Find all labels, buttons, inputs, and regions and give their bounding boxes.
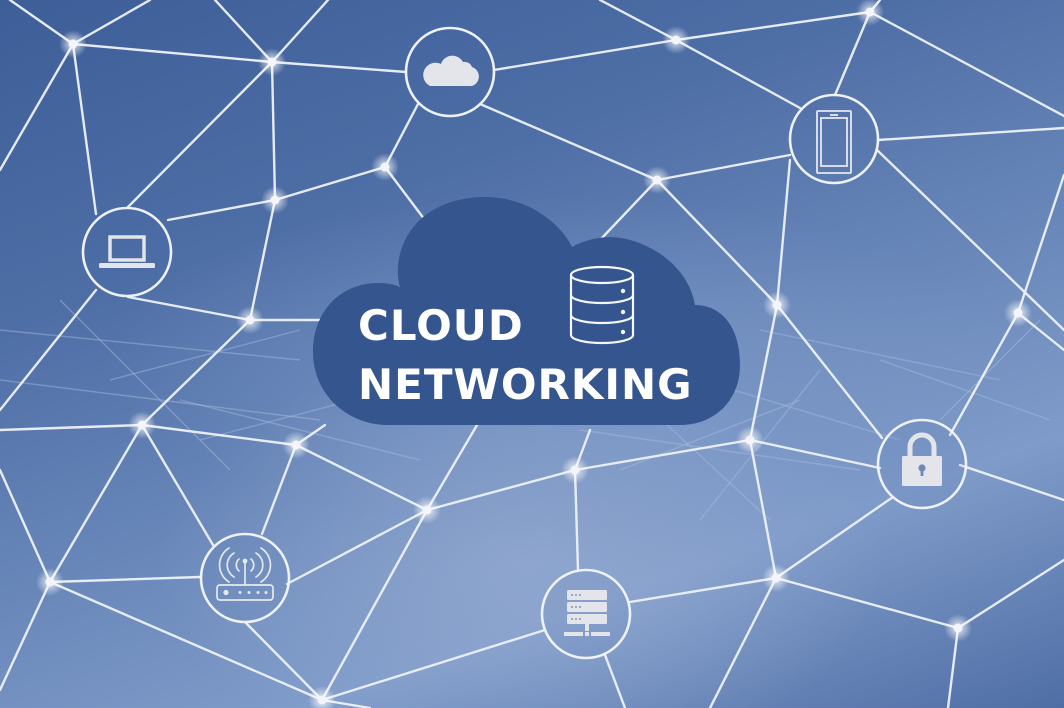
lock-node <box>876 418 968 510</box>
padlock-icon <box>902 432 942 486</box>
hero-title-line-2: NETWORKING <box>358 360 693 409</box>
wifi-router-icon <box>216 547 274 601</box>
network-nodes <box>36 0 1032 708</box>
hero-title-line-1: CLOUD <box>358 301 524 350</box>
laptop-node <box>81 206 173 298</box>
cloud-icon <box>423 55 479 86</box>
server-node <box>540 568 632 660</box>
smartphone-icon <box>816 110 852 174</box>
background-mesh <box>0 299 1051 521</box>
router-node <box>199 532 291 624</box>
laptop-icon <box>99 235 155 268</box>
database-icon <box>569 265 635 345</box>
cloud-node <box>404 26 496 118</box>
mobile-node <box>788 93 880 185</box>
server-icon <box>564 590 610 636</box>
